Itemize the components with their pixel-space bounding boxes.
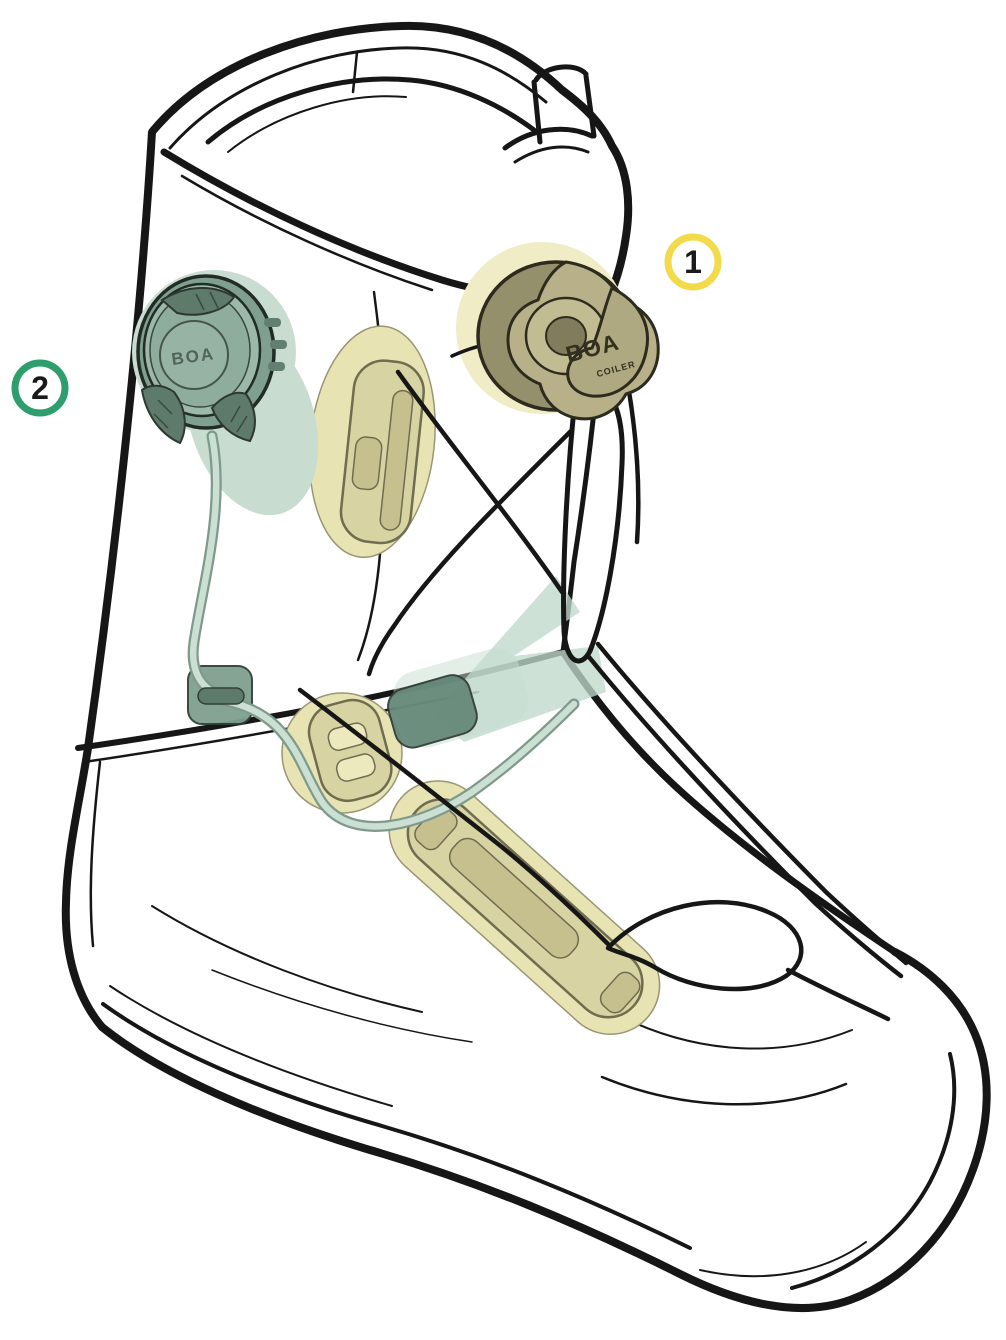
marker-1-ring — [664, 233, 722, 291]
midfoot-guide — [387, 648, 529, 749]
upper-guide-slot — [379, 389, 414, 531]
dial2-hub — [159, 320, 229, 390]
boa-dial-1: BOA COILER — [476, 260, 660, 421]
marker-2-ring — [11, 359, 69, 417]
outline-sole-lines — [101, 1002, 957, 1290]
instep-channel-guide — [388, 780, 661, 1035]
upper-guide-notch — [351, 436, 383, 491]
channel-slot — [448, 837, 580, 959]
channel-pad-right — [599, 971, 641, 1014]
outline-collar-inner — [168, 46, 590, 164]
heel-guide-slot — [197, 687, 245, 705]
zone2-cable — [187, 430, 580, 832]
dial2-spoke-top — [160, 286, 236, 316]
dial2-spoke-hatching — [153, 291, 248, 433]
outline-heavy — [61, 21, 991, 1312]
marker-1-number: 1 — [684, 244, 702, 280]
ankle-buckle — [307, 698, 393, 803]
boa-dial-2: BOA — [136, 274, 287, 445]
dial1-hub — [545, 316, 587, 356]
teal-cable-inner — [189, 432, 578, 830]
outline-medium — [205, 64, 607, 655]
cable-front-loop — [561, 382, 625, 664]
cable-runs — [297, 351, 909, 1022]
dial2-rim-ridge-2 — [270, 340, 287, 349]
dial2-rim-ridge-3 — [268, 362, 285, 371]
upper-lace-guide — [308, 325, 436, 558]
dial2-spoke-left — [140, 384, 186, 445]
midfoot-guide-body — [387, 674, 478, 749]
cable-toe-loop — [605, 899, 804, 992]
lace-cables — [297, 342, 909, 1022]
ankle-buckle-slot-b — [335, 753, 376, 782]
dial1-arm — [566, 285, 649, 398]
outline-hairline — [109, 95, 867, 1278]
dial2-rim-ridge-1 — [264, 318, 281, 327]
marker-1: 1 — [664, 233, 722, 291]
marker-2: 2 — [11, 359, 69, 417]
outline-hairline-2 — [211, 969, 473, 1043]
marker-2-number: 2 — [31, 370, 49, 406]
callout-markers: 1 2 — [11, 233, 722, 417]
